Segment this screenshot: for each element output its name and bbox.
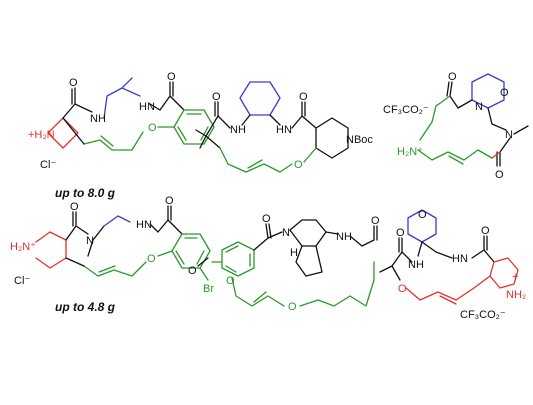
m5-atom-o-ether-1: O <box>226 275 235 287</box>
m6-atom-plus: + <box>512 271 518 283</box>
m5-atom-o-methoxy: O <box>188 265 197 277</box>
m2-atom-nh-2: HN <box>276 124 292 136</box>
m5-alkene-chain <box>231 277 285 307</box>
m4-atom-o-ether: O <box>147 253 156 265</box>
m4-atom-nh: HN <box>136 219 152 231</box>
m4-atom-n-cation: H₂N⁺ <box>10 241 36 253</box>
molecule-4: H₂N⁺ N HN O O O Br Cl⁻ up to 4.8 g <box>10 195 214 314</box>
m6-atom-o-carbonyl-1: O <box>396 227 405 239</box>
m5-atom-o-ether-2: O <box>288 301 297 313</box>
m1-caption: up to 8.0 g <box>55 186 116 200</box>
m3-counterion: CF₃CO₂⁻ <box>383 104 429 116</box>
m6-atom-n-cation: NH₂ <box>506 289 526 301</box>
m2-atom-o-ether: O <box>294 159 303 171</box>
m1-alkene-chain <box>83 131 144 151</box>
molecule-6: O O NH HN O O NH₂ + CF₃CO₂⁻ <box>379 209 526 321</box>
m3-atom-n-cation: H₂N⁺ <box>397 146 423 158</box>
m5-atom-n-ring: N <box>282 227 290 239</box>
m3-atom-n-morpholine: N <box>475 101 483 113</box>
m5-benzene <box>221 241 255 277</box>
m3-atom-n-amide: N <box>505 129 513 141</box>
molecule-1: +H₂N NH HN O O O Cl⁻ up to 8.0 g <box>28 71 215 200</box>
m6-pyran <box>407 209 437 243</box>
m5-atom-h-ring: H <box>290 247 298 259</box>
m2-alkene-chain <box>219 147 293 173</box>
m4-atom-o-carbonyl-1: O <box>70 201 79 213</box>
m3-atom-o-morpholine: O <box>500 87 509 99</box>
m2-gem-dimethyl <box>195 129 221 149</box>
m1-atom-n-cation: +H₂N <box>28 129 55 141</box>
m4-alkene-chain <box>83 261 147 277</box>
m4-atom-o-carbonyl-2: O <box>165 195 174 207</box>
m2-atom-nboc: NBoc <box>346 134 373 146</box>
m4-piperidine <box>35 231 67 269</box>
molecule-3: CF₃CO₂⁻ O O N N H₂N⁺ O <box>383 71 529 181</box>
m4-atom-n-amide: N <box>86 235 94 247</box>
m6-atom-o-carbonyl-2: O <box>481 225 490 237</box>
m2-atom-nh-1: NH <box>230 124 246 136</box>
m6-atom-o-ether: O <box>398 283 407 295</box>
m2-atom-o-carbonyl-2: O <box>299 91 308 103</box>
molecule-5: O O N H NH O O O <box>188 213 380 313</box>
m6-atom-nh-1: NH <box>408 259 424 271</box>
m1-atom-nh-2: HN <box>139 101 155 113</box>
m1-atom-nh-1: NH <box>90 113 106 125</box>
m5-bicycle-lower <box>295 245 323 277</box>
m4-caption: up to 4.8 g <box>55 300 116 314</box>
m3-alkene-chain <box>417 149 493 161</box>
m5-bicycle-upper <box>289 219 327 247</box>
m2-piperidine <box>315 117 349 159</box>
m1-diamine-linker <box>103 87 141 119</box>
m5-atom-nh: NH <box>336 231 352 243</box>
m1-atom-o-carbonyl-2: O <box>167 71 176 83</box>
m1-atom-o-ether: O <box>148 122 157 134</box>
m6-atom-o-pyran: O <box>418 209 427 221</box>
m5-atom-o-carbonyl-1: O <box>262 213 271 225</box>
m3-atom-o-carbonyl-1: O <box>448 71 457 83</box>
m6-counterion: CF₃CO₂⁻ <box>460 309 506 321</box>
m5-atom-o-carbonyl-2: O <box>371 215 380 227</box>
m3-atom-o-carbonyl-2: O <box>495 169 504 181</box>
m1-counterion: Cl⁻ <box>40 159 56 171</box>
m4-linker <box>103 215 131 227</box>
m1-atom-o-carbonyl-1: O <box>69 77 78 89</box>
m2-atom-o-carbonyl-1: O <box>212 91 221 103</box>
m2-cyclohexane <box>239 81 281 116</box>
azetidine-ring <box>47 117 79 149</box>
m4-atom-br: Br <box>203 283 214 295</box>
m4-counterion: Cl⁻ <box>14 275 30 287</box>
m6-alkene-chain <box>405 275 491 301</box>
molecule-2: NH HN O O O NBoc <box>195 81 373 173</box>
m6-atom-nh-2: HN <box>452 253 468 265</box>
m1-bond-carbonyl <box>62 87 76 119</box>
